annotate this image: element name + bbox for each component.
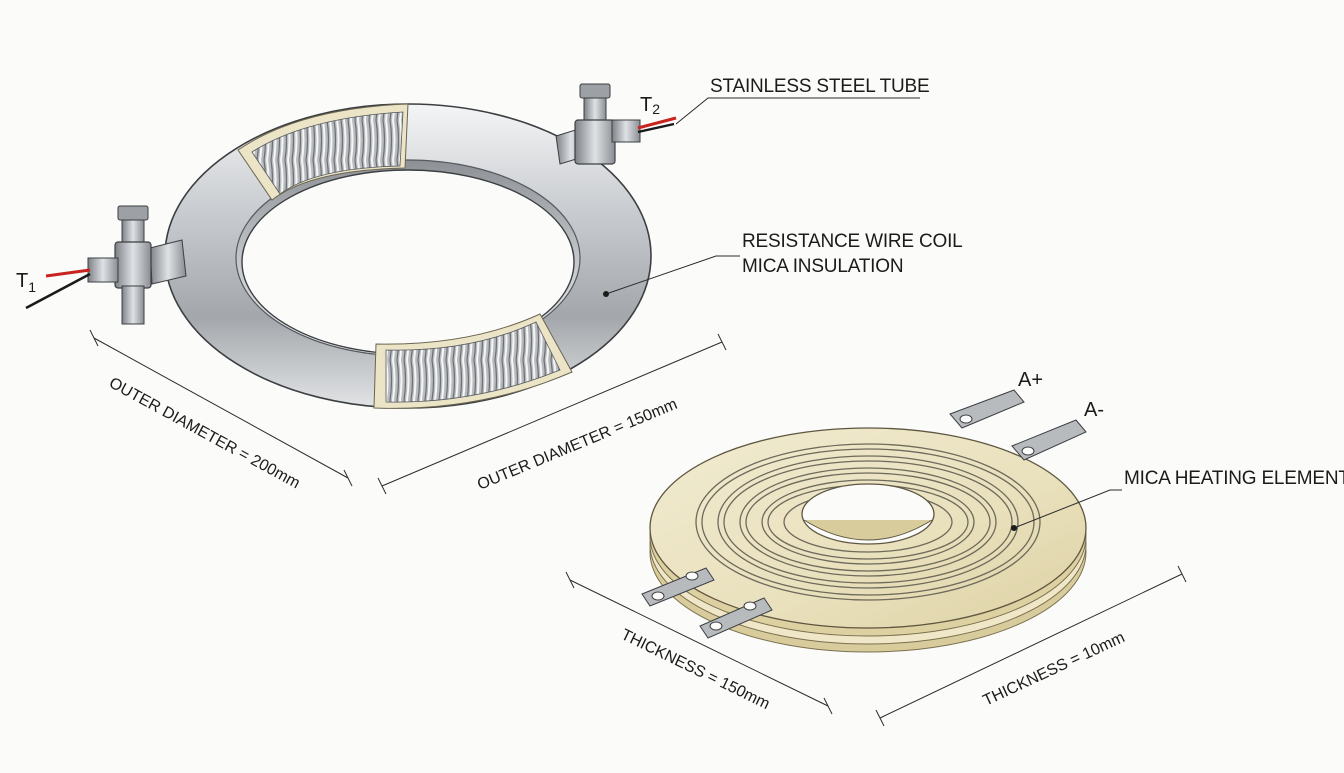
- mica-disc-heater: A+ A- MICA HEATING ELEMENT THICKNESS = 1…: [565, 369, 1344, 727]
- ring-heater: T1 T2 STAINLESS STEEL TUBE RESISTANCE WI…: [16, 76, 963, 495]
- mica-element-callout: MICA HEATING ELEMENT: [1124, 468, 1344, 489]
- thickness-150-label: THICKNESS = 150mm: [618, 626, 772, 713]
- t2-label: T2: [640, 94, 660, 117]
- outer-diameter-150-label: OUTER DIAMETER = 150mm: [475, 396, 680, 494]
- t2-red-wire: [637, 116, 677, 130]
- outer-diameter-200-label: OUTER DIAMETER = 200mm: [106, 375, 303, 493]
- terminal-fitting-t1: [87, 205, 187, 325]
- t2-black-wire: [637, 122, 675, 134]
- stainless-tube-leader: [675, 97, 920, 125]
- a-minus-label: A-: [1084, 399, 1104, 421]
- t1-label: T1: [16, 270, 36, 295]
- coil-callout-line1: RESISTANCE WIRE COIL: [742, 231, 963, 252]
- terminal-tab-a-minus: [1011, 419, 1087, 461]
- disc-hole-wall: [803, 519, 933, 541]
- t1-red-wire: [45, 268, 91, 278]
- terminal-tab-bottom-2: [699, 597, 773, 639]
- terminal-fitting-t2: [555, 83, 641, 165]
- thickness-10-label: THICKNESS = 10mm: [981, 629, 1128, 710]
- a-plus-label: A+: [1018, 369, 1043, 391]
- t1-black-wire: [25, 272, 91, 310]
- terminal-tab-a-plus: [949, 389, 1025, 429]
- stainless-tube-callout: STAINLESS STEEL TUBE: [710, 76, 930, 97]
- coil-leader-dot: [603, 291, 609, 297]
- upper-resistance-coil: [251, 111, 404, 195]
- terminal-tab-bottom-1: [641, 567, 715, 607]
- heating-tracks: [695, 443, 1041, 601]
- coil-callout-line2: MICA INSULATION: [742, 256, 903, 277]
- mica-element-leader: [1013, 489, 1122, 529]
- lower-resistance-coil: [385, 321, 561, 403]
- mica-element-leader-dot: [1011, 525, 1017, 531]
- coil-leader: [605, 255, 740, 295]
